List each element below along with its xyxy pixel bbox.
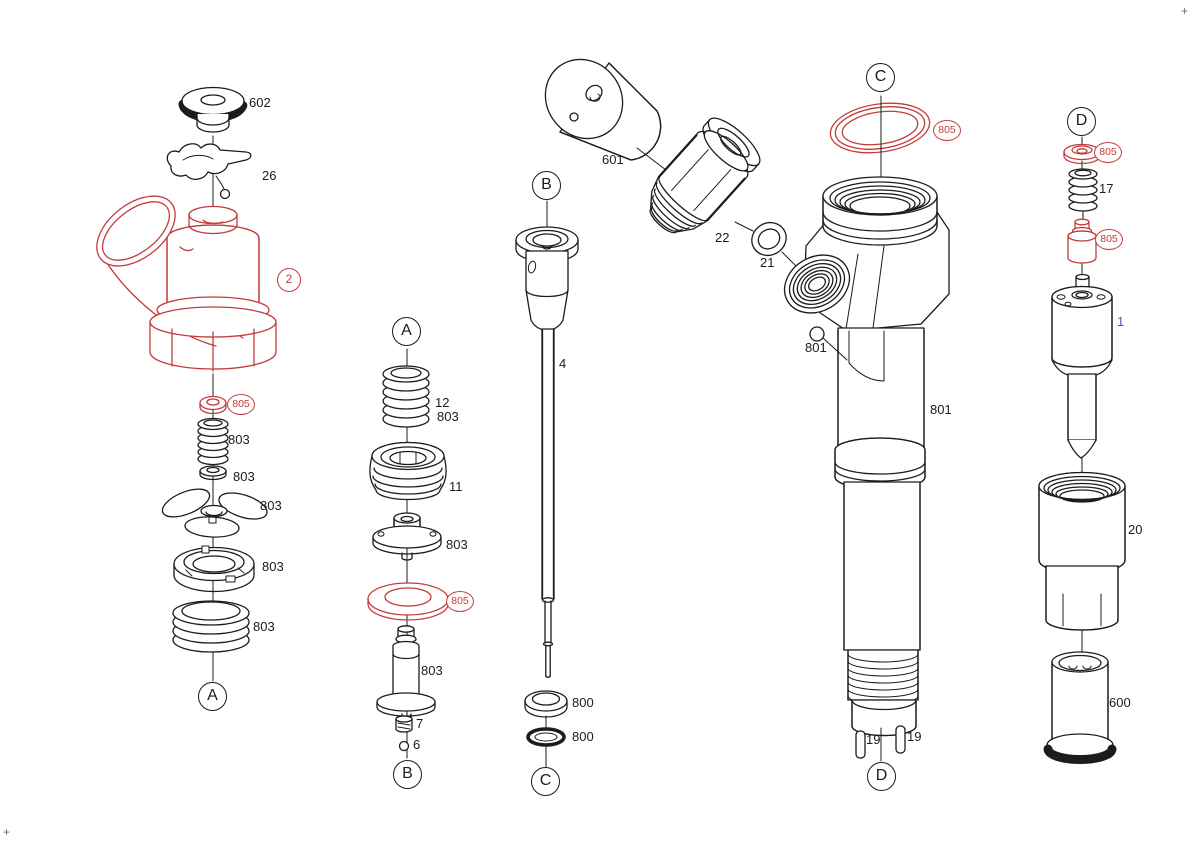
sealing-ring-21 <box>734 221 819 289</box>
label-803-spring-m: 803 <box>437 409 459 424</box>
label-22: 22 <box>715 230 730 245</box>
notched-ring-803-left <box>173 545 255 593</box>
knurled-cap-602 <box>178 86 248 133</box>
lobed-retainer-803-left <box>161 488 268 538</box>
ball-6 <box>398 740 410 752</box>
label-19-left: 19 <box>866 732 881 747</box>
label-600: 600 <box>1109 695 1131 710</box>
o-ring-800 <box>526 727 566 747</box>
circled-label-805-right-sleeve: 805 <box>1095 229 1123 250</box>
circled-label-805-mid: 805 <box>446 591 474 612</box>
section-marker-a-upper-mid: A <box>392 317 421 346</box>
label-803-ring: 803 <box>262 559 284 574</box>
section-marker-b-lower-mid: B <box>393 760 422 789</box>
label-800-oring: 800 <box>572 729 594 744</box>
crop-mark-bottom-left: + <box>3 825 11 839</box>
label-801-side: 801 <box>930 402 952 417</box>
label-19-right: 19 <box>907 729 922 744</box>
circled-label-805-right-seal: 805 <box>1094 142 1122 163</box>
label-21: 21 <box>760 255 775 270</box>
section-marker-c-lower-center: C <box>531 767 560 796</box>
nozzle-holder-1 <box>1051 273 1113 459</box>
circled-label-805-left: 805 <box>227 394 255 415</box>
label-601: 601 <box>602 152 624 167</box>
support-ring-800 <box>524 690 568 718</box>
nozzle-sleeve-20 <box>1038 471 1126 631</box>
spring-12-803-mid <box>382 365 430 428</box>
right-column-centerlines <box>1081 136 1084 655</box>
injector-body-801 <box>783 176 950 762</box>
seal-washer-805-left <box>199 395 227 415</box>
sleeve-805-far-right <box>1067 218 1097 264</box>
protective-cap-600 <box>1043 651 1117 764</box>
gasket-ring-805-top <box>829 102 931 154</box>
label-801-leader: 801 <box>805 340 827 355</box>
retaining-clip-26 <box>166 143 252 200</box>
label-17: 17 <box>1099 181 1114 196</box>
label-11: 11 <box>449 479 463 494</box>
section-marker-d-upper-far-right: D <box>1067 107 1096 136</box>
electrical-connector-2 <box>96 195 277 372</box>
section-marker-d-lower-right: D <box>867 762 896 791</box>
threaded-fitting-22 <box>649 117 761 234</box>
section-marker-c-upper-right: C <box>866 63 895 92</box>
spring-803-left <box>197 417 229 466</box>
circled-label-2: 2 <box>277 268 301 292</box>
valve-set-4 <box>515 226 579 678</box>
label-803-washer-l: 803 <box>233 469 255 484</box>
flanged-bushing-803-mid <box>372 512 442 561</box>
small-sleeve-7 <box>395 715 413 733</box>
label-803-coils: 803 <box>253 619 275 634</box>
label-4: 4 <box>559 356 567 371</box>
coil-rings-803-left <box>172 600 250 653</box>
label-26: 26 <box>262 168 277 183</box>
label-20: 20 <box>1128 522 1143 537</box>
ribbed-cap-11 <box>369 441 447 501</box>
label-803-bushing: 803 <box>446 537 468 552</box>
label-602: 602 <box>249 95 271 110</box>
spring-17 <box>1068 168 1098 212</box>
label-6: 6 <box>413 737 421 752</box>
label-803-spring-l: 803 <box>228 432 250 447</box>
label-800-ring: 800 <box>572 695 594 710</box>
label-1: 1 <box>1117 314 1125 329</box>
label-803-retainer: 803 <box>260 498 282 513</box>
valve-piece-803-mid <box>376 625 436 722</box>
section-marker-a-lower-left: A <box>198 682 227 711</box>
section-marker-b-upper-center: B <box>532 171 561 200</box>
label-12: 12 <box>435 395 450 410</box>
circled-label-805-top: 805 <box>933 120 961 141</box>
washer-803-left <box>199 465 227 481</box>
label-7: 7 <box>416 716 424 731</box>
crop-mark-top-right: + <box>1181 4 1189 18</box>
solenoid-601 <box>544 58 667 171</box>
flat-washer-805-mid <box>367 582 449 621</box>
label-803-valve: 803 <box>421 663 443 678</box>
